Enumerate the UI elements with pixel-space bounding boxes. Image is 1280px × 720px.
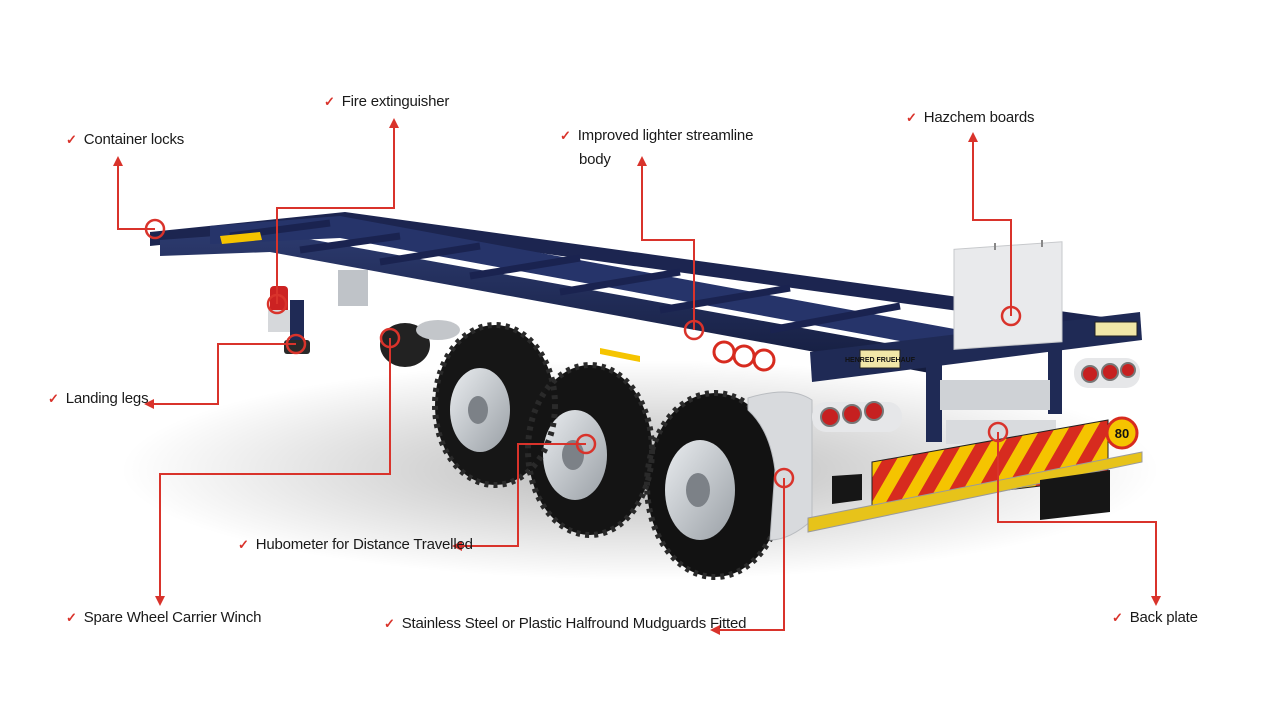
checkmark-icon: ✓: [66, 610, 77, 625]
rear-beam-light: [859, 349, 901, 369]
rear-beam-light-right: [1094, 321, 1138, 337]
callout-circle: [773, 467, 795, 489]
spare-wheel: [380, 323, 430, 367]
label-hazchem-boards: ✓Hazchem boards: [906, 106, 1034, 130]
cross-members: [229, 219, 901, 334]
checkmark-icon: ✓: [238, 537, 249, 552]
axle-wheels: [432, 322, 786, 580]
mudguard: [747, 391, 813, 541]
rear-post-left: [926, 362, 942, 442]
label-mudguards: ✓Stainless Steel or Plastic Halfround Mu…: [384, 612, 746, 636]
label-landing-legs: ✓Landing legs: [48, 387, 149, 411]
mudflap: [1040, 470, 1110, 520]
rear-lights-left: [812, 401, 902, 432]
warning-signs: [712, 340, 776, 372]
speed-sign: 80: [1105, 416, 1139, 450]
label-streamline-body: ✓Improved lighter streamline body: [560, 124, 760, 172]
callout-circle: [285, 333, 307, 355]
fire-extinguisher-holder: [268, 310, 290, 332]
callout-circle: [575, 433, 597, 455]
label-spare-wheel: ✓Spare Wheel Carrier Winch: [66, 606, 261, 630]
callout-arrowheads: [113, 118, 1161, 635]
checkmark-icon: ✓: [906, 110, 917, 125]
callout-circle: [987, 421, 1009, 443]
mudflap-left: [832, 474, 862, 504]
landing-gear-box: [338, 270, 368, 306]
callout-lines: [117, 124, 1157, 631]
brand-plate: HENRED FRUEHAUF: [845, 357, 916, 364]
callout-circle: [683, 319, 705, 341]
checkmark-icon: ✓: [48, 391, 59, 406]
frame-reflector-2: [600, 348, 640, 362]
chevron-back-plate: [807, 419, 1143, 533]
label-fire-extinguisher: ✓Fire extinguisher: [324, 90, 449, 114]
checkmark-icon: ✓: [1112, 610, 1123, 625]
spare-wheel-rim: [416, 320, 460, 340]
callout-circle: [266, 293, 288, 315]
callout-circle: [379, 327, 401, 349]
checkmark-icon: ✓: [324, 94, 335, 109]
checkmark-icon: ✓: [66, 132, 77, 147]
label-container-locks: ✓Container locks: [66, 128, 184, 152]
callout-circle: [1000, 305, 1022, 327]
label-streamline-body-line2: body: [579, 151, 611, 168]
checkmark-icon: ✓: [384, 616, 395, 631]
svg-text:80: 80: [1115, 426, 1129, 441]
callout-circles: [144, 218, 1022, 489]
label-hubometer: ✓Hubometer for Distance Travelled: [238, 533, 473, 557]
rear-number-plate-bracket: [940, 380, 1050, 410]
checkmark-icon: ✓: [560, 128, 571, 143]
rear-post-right: [1048, 350, 1062, 414]
rear-lights-right: [1074, 358, 1140, 388]
label-back-plate: ✓Back plate: [1112, 606, 1198, 630]
callout-circle: [144, 218, 166, 240]
frame-reflector: [220, 232, 262, 244]
near-side-beam: [160, 232, 935, 374]
hazchem-board: [953, 240, 1063, 350]
